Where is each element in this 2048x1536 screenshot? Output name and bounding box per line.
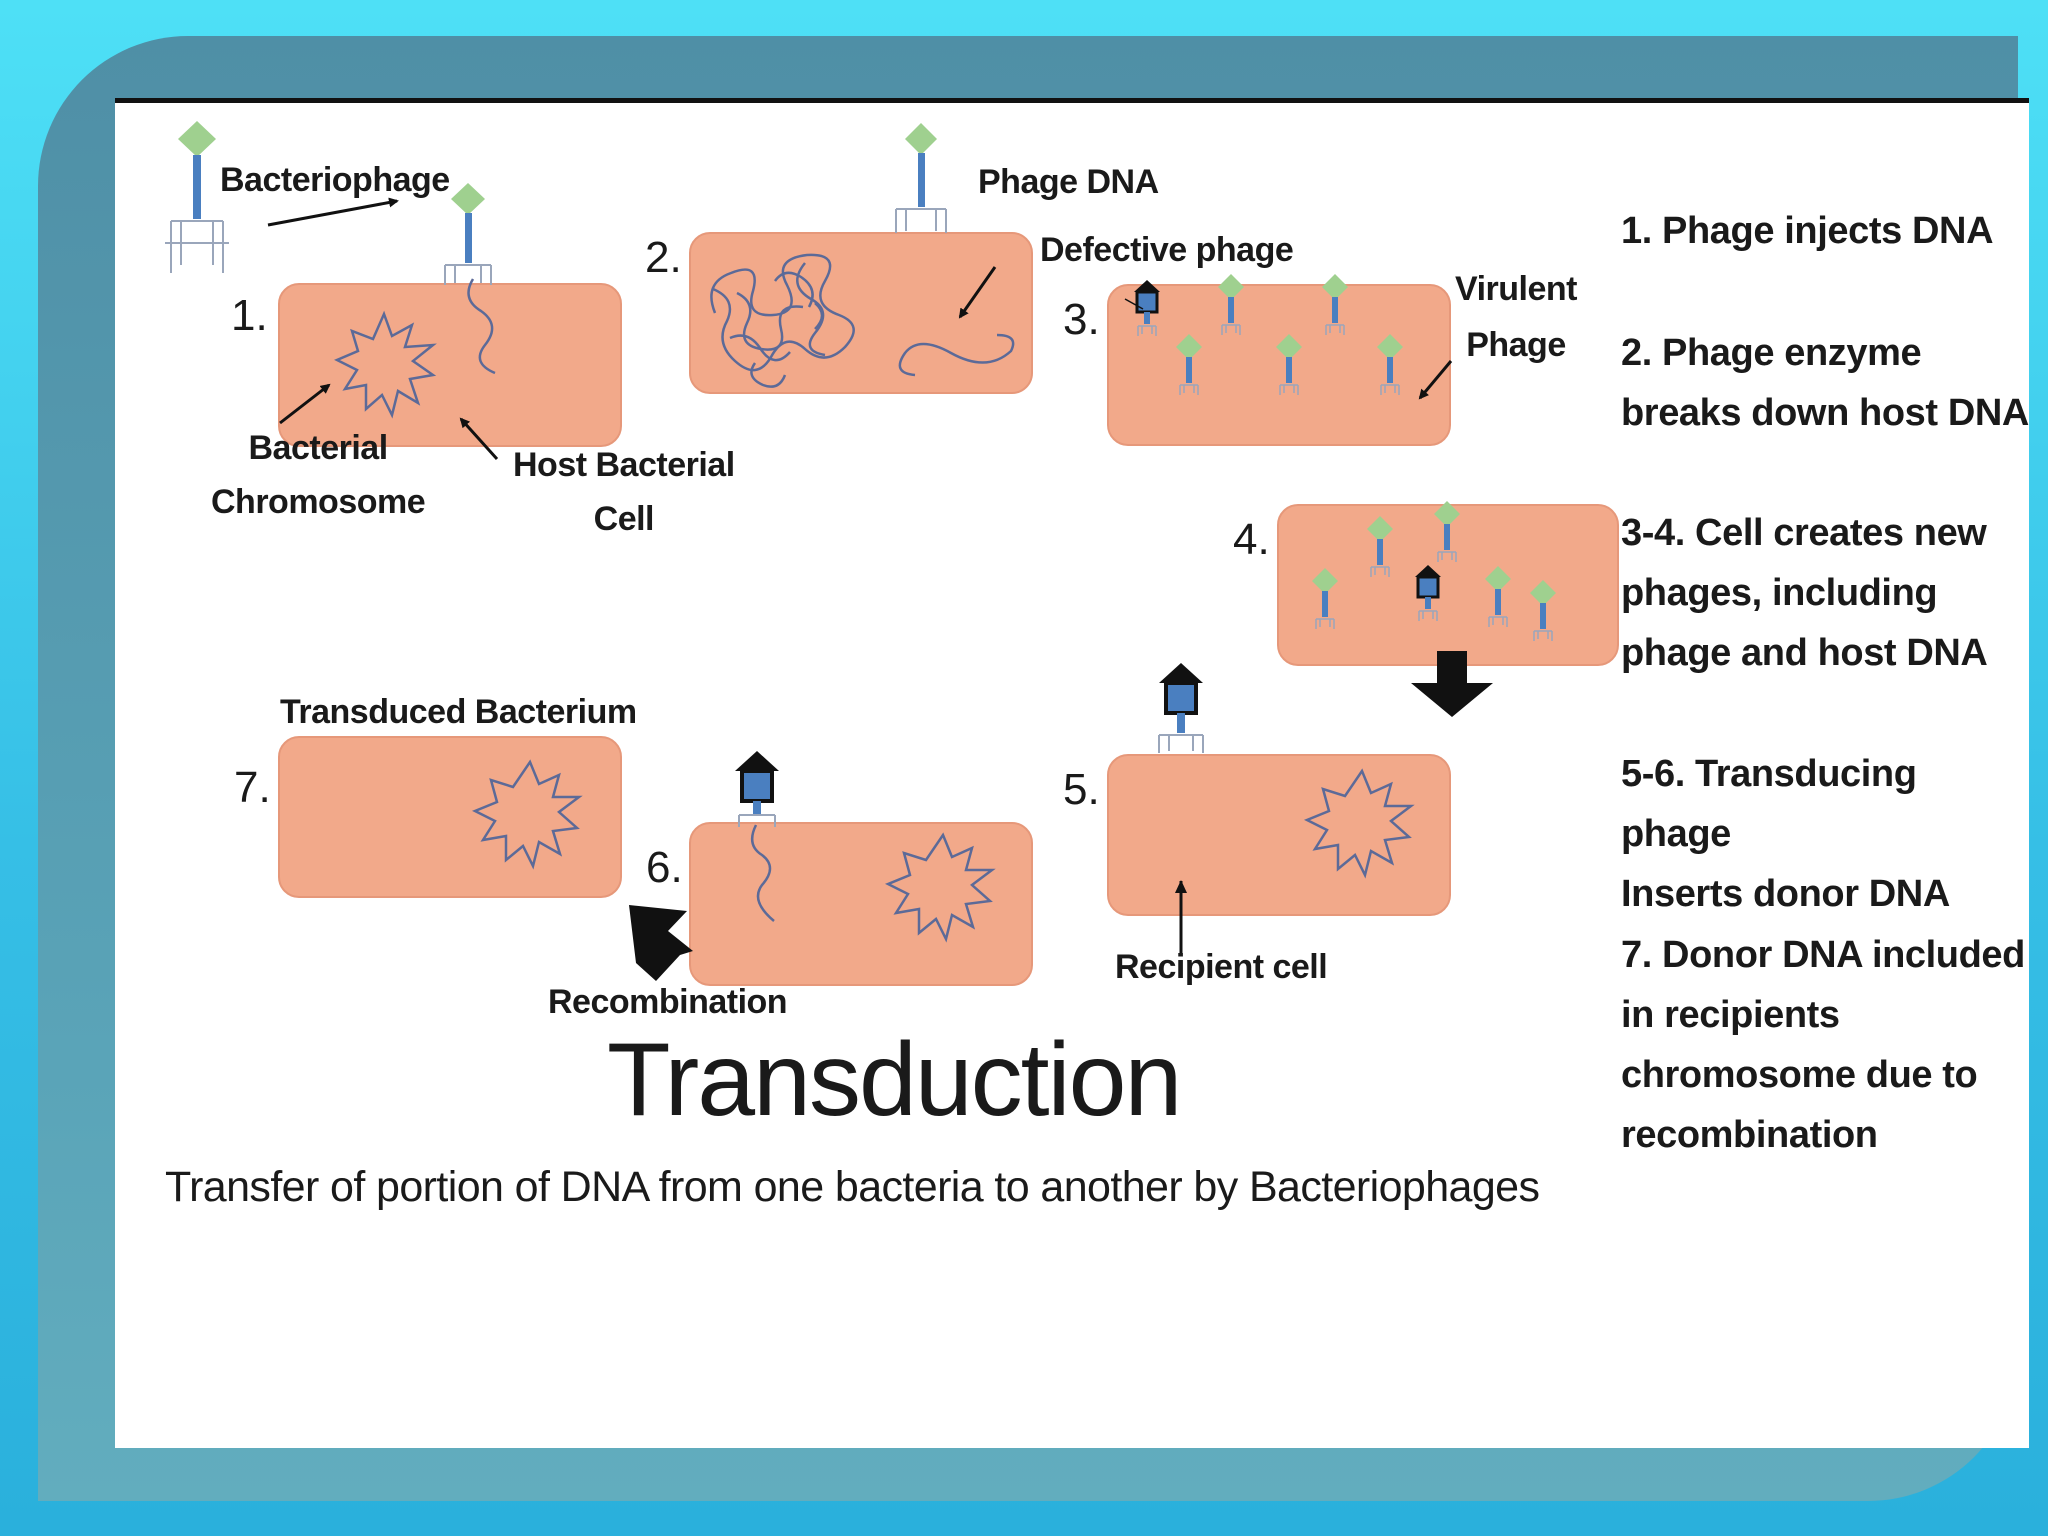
arrow-bacterial-chromosome bbox=[279, 383, 331, 425]
injected-dna-step-1 bbox=[467, 278, 496, 375]
label-recipient-cell: Recipient cell bbox=[1115, 948, 1328, 986]
phage-empty-step-2 bbox=[895, 123, 947, 233]
slide-canvas: Bacteriophage Phage DNA Defective phage … bbox=[115, 98, 2029, 1448]
arrow-bacteriophage bbox=[267, 197, 399, 227]
cell-step-5 bbox=[1107, 754, 1451, 916]
slide-title: Transduction bbox=[607, 1022, 1182, 1138]
arrow-step-4-to-5 bbox=[1411, 651, 1493, 717]
label-phage-dna: Phage DNA bbox=[978, 163, 1159, 201]
chromosome-step-5 bbox=[1303, 768, 1415, 879]
label-bacterial-chromosome: Bacterial Chromosome bbox=[211, 429, 426, 521]
arrow-host-cell bbox=[459, 417, 499, 461]
donor-dna-step-6 bbox=[750, 824, 775, 922]
transducing-phage-step-5 bbox=[1158, 663, 1204, 753]
bacterial-chromosome-step-1 bbox=[334, 310, 437, 419]
label-bacteriophage: Bacteriophage bbox=[220, 161, 450, 199]
bacteriophage-large-step-1 bbox=[165, 121, 229, 273]
cell-step-7 bbox=[278, 736, 622, 898]
label-host-bacterial-cell: Host Bacterial Cell bbox=[513, 446, 735, 538]
phage-injecting-step-1 bbox=[444, 183, 492, 285]
label-defective-phage: Defective phage bbox=[1040, 231, 1294, 269]
step-number-3: 3. bbox=[1063, 295, 1100, 344]
step-number-7: 7. bbox=[234, 763, 271, 812]
slide-frame: Bacteriophage Phage DNA Defective phage … bbox=[38, 36, 2029, 1501]
step-description-2: 2. Phage enzyme breaks down host DNA bbox=[1621, 332, 2029, 434]
step-description-7: 7. Donor DNA included in recipients chro… bbox=[1621, 934, 2025, 1156]
chromosome-step-6 bbox=[884, 832, 996, 943]
step-number-2: 2. bbox=[645, 233, 682, 282]
step-description-3-4: 3-4. Cell creates new phages, including … bbox=[1621, 512, 1988, 674]
fragmented-host-dna bbox=[710, 253, 855, 388]
cell-step-6 bbox=[689, 822, 1033, 986]
arrow-defective-phage bbox=[1124, 298, 1144, 310]
step-description-1: 1. Phage injects DNA bbox=[1621, 210, 1994, 252]
step-number-6: 6. bbox=[646, 843, 683, 892]
label-recombination: Recombination bbox=[548, 983, 788, 1021]
chromosome-step-7 bbox=[471, 759, 583, 870]
arrow-virulent-phage bbox=[1418, 360, 1453, 400]
cell-step-3 bbox=[1107, 284, 1451, 446]
label-transduced-bacterium: Transduced Bacterium bbox=[280, 693, 637, 731]
arrow-recombination bbox=[629, 905, 693, 981]
step-number-4: 4. bbox=[1233, 515, 1270, 564]
cell-step-2 bbox=[689, 232, 1033, 394]
arrow-phage-dna bbox=[958, 266, 997, 319]
label-virulent-phage: Virulent Phage bbox=[1455, 270, 1577, 364]
step-number-5: 5. bbox=[1063, 765, 1100, 814]
phage-dna-step-2 bbox=[898, 333, 1015, 377]
step-number-1: 1. bbox=[231, 291, 268, 340]
transducing-phage-step-6 bbox=[735, 751, 779, 827]
slide-subtitle: Transfer of portion of DNA from one bact… bbox=[165, 1163, 1540, 1211]
cell-step-1 bbox=[278, 283, 622, 447]
transduction-diagram bbox=[165, 121, 1619, 986]
step-description-5-6: 5-6. Transducing phage Inserts donor DNA bbox=[1621, 753, 1950, 915]
